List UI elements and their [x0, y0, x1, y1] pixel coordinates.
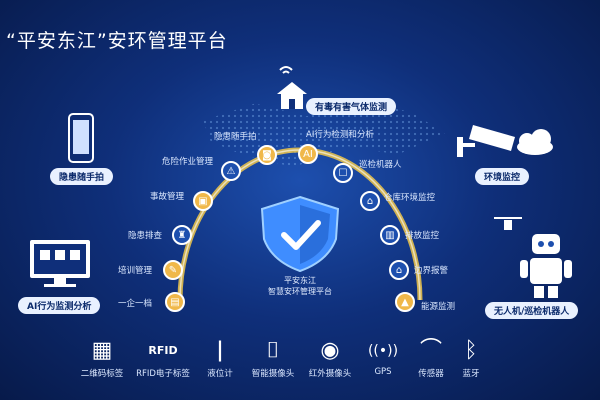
center-line-1: 平安东江 — [284, 276, 316, 285]
bottom-label: GPS — [374, 367, 392, 377]
arc-label-training: 培训管理 — [118, 266, 153, 276]
ai-detect-icon: AI — [298, 144, 318, 164]
warehouse-icon: ⌂ — [360, 191, 380, 211]
training-icon: ✎ — [163, 260, 183, 280]
danger-work-icon: ⚠ — [221, 161, 241, 181]
center-line-2: 智慧安环管理平台 — [268, 287, 332, 296]
emission-icon: ▥ — [380, 225, 400, 245]
smart-camera-icon: ⌷ — [266, 338, 280, 363]
rfid-icon: RFID — [148, 344, 178, 357]
qr-code-icon: ▦ — [91, 338, 113, 363]
bottom-item-bluetooth: ᛒ 蓝牙 — [441, 337, 501, 379]
bottom-item-gps: ((•)) GPS — [353, 337, 413, 377]
arc-label-inspection: 隐患排查 — [128, 231, 163, 241]
phone-icon — [68, 113, 94, 163]
bottom-item-infrared-camera: ◉ 红外摄像头 — [300, 337, 360, 379]
photo-icon: ◙ — [257, 145, 277, 165]
env-monitor-label: 环境监控 — [475, 168, 530, 185]
arc-label-danger-work: 危险作业管理 — [162, 157, 214, 167]
arc-label-boundary: 边界报警 — [414, 266, 449, 276]
ai-monitor-label: AI行为监测分析 — [18, 297, 101, 314]
arc-label-ai-detect: AI行为检测和分析 — [306, 130, 374, 140]
bottom-item-rfid: RFID RFID电子标签 — [133, 337, 193, 379]
bottom-item-level: ǀ 液位计 — [190, 337, 250, 379]
bottom-label: 蓝牙 — [462, 369, 480, 379]
enterprise-file-icon: ▤ — [165, 292, 185, 312]
infrared-camera-icon: ◉ — [320, 338, 340, 363]
bluetooth-icon: ᛒ — [464, 338, 478, 363]
bottom-item-qr: ▦ 二维码标签 — [72, 337, 132, 379]
sensor-icon: ⌒ — [419, 338, 442, 363]
bottom-label: 二维码标签 — [80, 369, 124, 379]
arc-label-accident: 事故管理 — [150, 192, 185, 202]
center-caption: 平安东江 智慧安环管理平台 — [250, 275, 350, 297]
bottom-label: RFID电子标签 — [136, 369, 190, 379]
inspection-icon: ♜ — [172, 225, 192, 245]
bottom-label: 传感器 — [418, 369, 444, 379]
arc-label-robot: 巡检机器人 — [359, 160, 402, 170]
monitor-icon — [30, 240, 90, 287]
arc-label-emission: 排放监控 — [405, 231, 440, 241]
bottom-label: 红外摄像头 — [308, 369, 352, 379]
gps-icon: ((•)) — [367, 343, 399, 359]
arc-label-enterprise: 一企一档 — [118, 299, 153, 309]
hidden-danger-photo-label: 隐患随手拍 — [50, 168, 114, 185]
energy-icon: ▲ — [395, 292, 415, 312]
page-title: “平安东江”安环管理平台 — [6, 30, 228, 52]
bottom-label: 液位计 — [207, 369, 233, 379]
bottom-item-sensor: ⌒ 传感器 — [401, 337, 461, 379]
robot-icon: ☐ — [333, 163, 353, 183]
arc-label-warehouse: 仓库环境监控 — [384, 193, 436, 203]
bottom-item-smart-camera: ⌷ 智能摄像头 — [243, 337, 303, 379]
boundary-alarm-icon: ⌂ — [389, 260, 409, 280]
accident-icon: ▣ — [193, 191, 213, 211]
toxic-gas-label: 有毒有害气体监测 — [306, 98, 397, 115]
shield-check-icon — [260, 195, 340, 273]
arc-label-photo: 隐患随手拍 — [214, 132, 257, 142]
bottom-label: 智能摄像头 — [251, 369, 295, 379]
arc-label-energy: 能源监测 — [421, 302, 456, 312]
level-gauge-icon: ǀ — [216, 338, 224, 363]
house-sensor-icon — [277, 66, 307, 109]
drone-robot-label: 无人机/巡检机器人 — [485, 302, 579, 319]
drone-robot-icon — [494, 217, 572, 298]
cctv-camera-icon — [457, 125, 553, 157]
